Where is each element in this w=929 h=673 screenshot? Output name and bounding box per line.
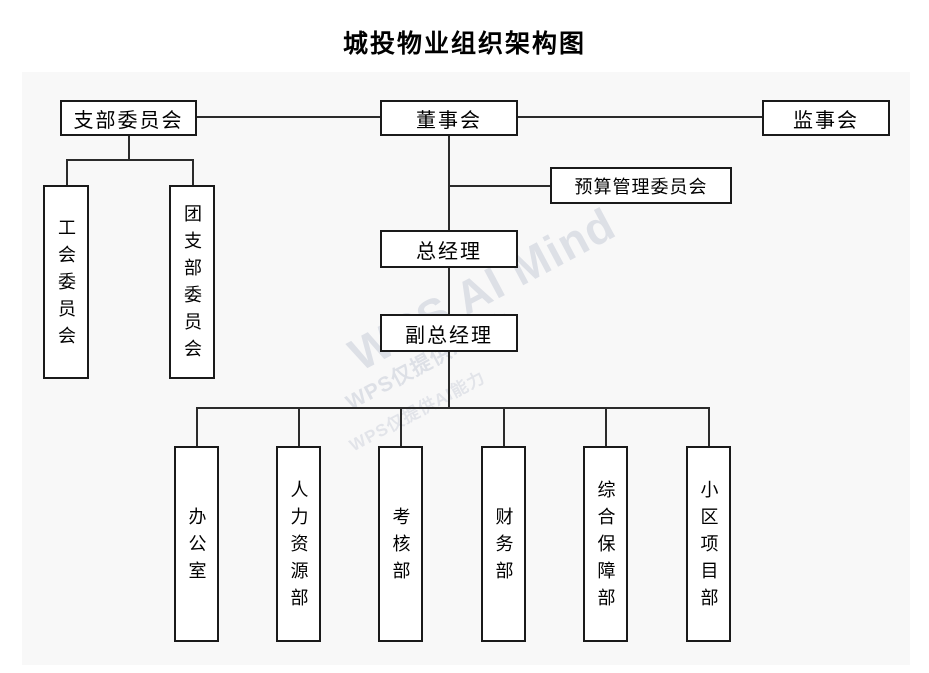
node-deputy-general-manager[interactable]: 副总经理 — [380, 314, 518, 352]
connector-drop-finance — [503, 407, 505, 447]
node-office[interactable]: 办公室 — [174, 446, 219, 642]
connector-drop-office — [196, 407, 198, 447]
node-label-community-project-dept: 小区项目部 — [698, 479, 719, 615]
connector-to-budget-committee — [448, 185, 552, 187]
connector-department-bus — [196, 407, 710, 409]
node-label-deputy-general-manager: 副总经理 — [405, 324, 493, 347]
page-title: 城投物业组织架构图 — [342, 31, 586, 58]
node-budget-management-committee[interactable]: 预算管理委员会 — [550, 167, 732, 204]
node-label-youth-league-branch-committee: 团支部委员会 — [182, 204, 202, 366]
connector-board-spine — [448, 135, 450, 231]
chart-canvas: WPS AI Mind WPS仅提供AI能力 WPS仅提供AI能力 — [22, 72, 910, 665]
connector-branch-to-board — [197, 116, 380, 118]
connector-drop-human-resources — [298, 407, 300, 447]
node-label-assessment-dept: 考核部 — [390, 506, 411, 588]
node-youth-league-branch-committee[interactable]: 团支部委员会 — [169, 185, 215, 379]
node-board-of-supervisors[interactable]: 监事会 — [762, 100, 890, 136]
node-labor-union-committee[interactable]: 工会委员会 — [43, 185, 89, 379]
node-comprehensive-support-dept[interactable]: 综合保障部 — [583, 446, 628, 642]
node-label-board-of-supervisors: 监事会 — [793, 109, 859, 132]
watermark-sub-secondary: WPS仅提供AI能力 — [346, 367, 489, 456]
connector-drop-comprehensive-support — [605, 407, 607, 447]
node-label-labor-union-committee: 工会委员会 — [56, 217, 76, 353]
node-board-of-directors[interactable]: 董事会 — [380, 100, 518, 136]
node-community-project-dept[interactable]: 小区项目部 — [686, 446, 731, 642]
node-label-human-resources-dept: 人力资源部 — [288, 479, 309, 615]
connector-drop-youth-league — [192, 159, 194, 186]
node-label-office: 办公室 — [186, 506, 207, 588]
node-label-finance-dept: 财务部 — [493, 506, 514, 588]
connector-board-to-supervisors — [518, 116, 762, 118]
node-party-branch-committee[interactable]: 支部委员会 — [60, 100, 197, 136]
connector-branch-stem — [128, 135, 130, 160]
node-label-budget-management-committee: 预算管理委员会 — [574, 176, 708, 197]
node-general-manager[interactable]: 总经理 — [380, 230, 518, 268]
node-finance-dept[interactable]: 财务部 — [481, 446, 526, 642]
connector-left-bus — [66, 159, 194, 161]
watermark-main: WPS AI Mind — [340, 197, 624, 381]
node-label-party-branch-committee: 支部委员会 — [73, 109, 184, 132]
connector-drop-assessment — [400, 407, 402, 447]
connector-drop-labor-union — [66, 159, 68, 186]
connector-deputy-stem — [448, 351, 450, 408]
node-label-board-of-directors: 董事会 — [416, 109, 482, 132]
node-label-general-manager: 总经理 — [416, 240, 482, 263]
node-human-resources-dept[interactable]: 人力资源部 — [276, 446, 321, 642]
connector-gm-to-deputy — [448, 268, 450, 321]
node-label-comprehensive-support-dept: 综合保障部 — [595, 479, 616, 615]
connector-drop-community-project — [708, 407, 710, 447]
node-assessment-dept[interactable]: 考核部 — [378, 446, 423, 642]
